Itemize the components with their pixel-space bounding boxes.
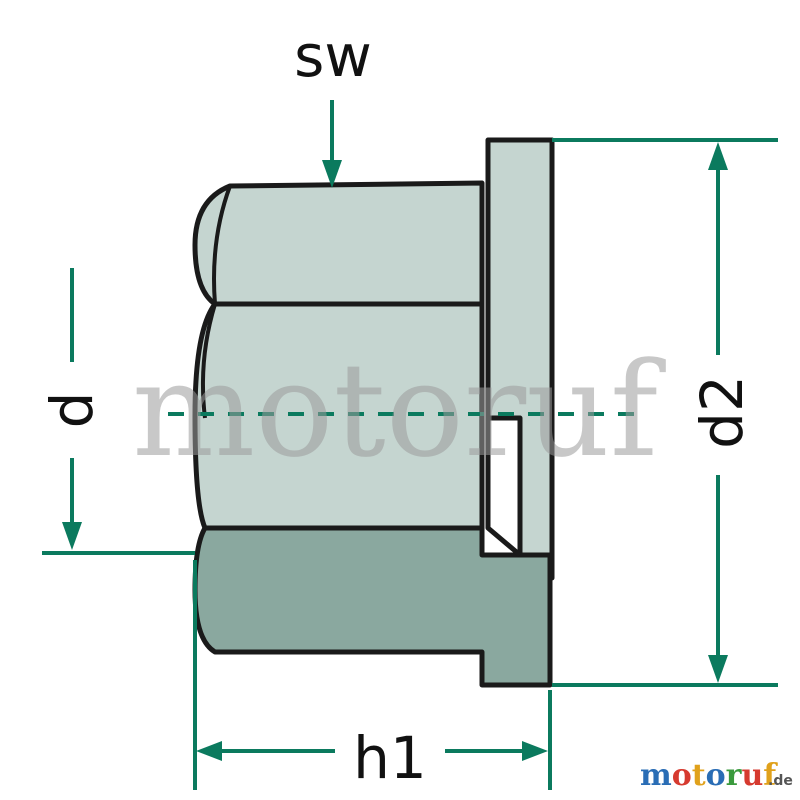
brand-letter-f: f xyxy=(763,758,778,793)
hex-chamfer-mid xyxy=(200,303,217,419)
h1-label: h1 xyxy=(353,724,427,792)
nut-upper-face xyxy=(192,180,485,307)
flange-step xyxy=(485,418,522,557)
brand-letter-u: u xyxy=(741,758,763,793)
brand-letter-m: m xyxy=(640,758,672,793)
sw-dimension: sw xyxy=(294,22,372,188)
brand-letter-r: r xyxy=(726,758,743,793)
svg-text:motoruf: motoruf xyxy=(640,758,778,793)
nut-flange xyxy=(485,137,555,581)
h1-dimension: h1 xyxy=(193,560,552,792)
d-label: d xyxy=(38,392,106,429)
sw-label: sw xyxy=(294,22,372,90)
brand-letter-o: o xyxy=(672,758,692,793)
d-dimension: d xyxy=(38,268,195,555)
d2-label: d2 xyxy=(688,375,756,449)
brand-letter-t: t xyxy=(692,758,706,793)
d2-dimension: d2 xyxy=(552,138,778,687)
hex-chamfer-top xyxy=(212,185,232,305)
nut-lower-face xyxy=(192,525,553,688)
nut-middle-face xyxy=(192,301,485,531)
brand-tld: .de xyxy=(768,773,793,789)
brand-letter-o2: o xyxy=(706,758,726,793)
watermark-text: motoruf xyxy=(132,334,666,486)
brand-logo: motoruf .de xyxy=(640,758,793,793)
